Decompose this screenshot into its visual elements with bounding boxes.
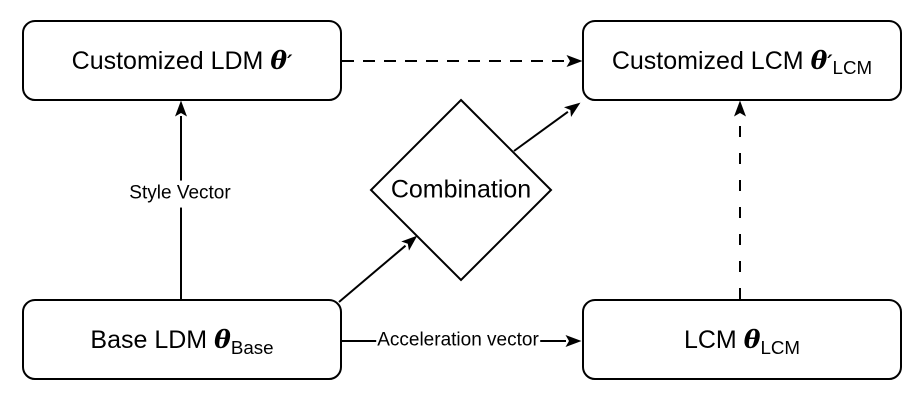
- prime-mark: ′: [827, 49, 833, 74]
- label-combination: Combination: [390, 175, 532, 204]
- subscript: Base: [230, 336, 274, 358]
- edge-label-acceleration-vector: Acceleration vector: [376, 329, 540, 352]
- theta-symbol: θ: [270, 45, 288, 75]
- prime-mark: ′: [287, 49, 293, 74]
- label-customized-lcm-text: Customized LCM: [611, 46, 804, 75]
- node-customized-lcm-box: [582, 20, 902, 101]
- node-customized-ldm-box: [22, 20, 342, 101]
- theta-symbol: θ: [214, 325, 231, 354]
- label-lcm-text: LCM: [683, 326, 737, 354]
- edge-combination-to-customized-lcm-arrow: [513, 102, 581, 152]
- node-combination-diamond: [369, 98, 553, 282]
- theta-symbol: θ: [810, 45, 828, 75]
- label-combination-text: Combination: [390, 175, 532, 204]
- node-lcm-box: [582, 299, 902, 380]
- edge-label-style-vector: Style Vector: [126, 180, 234, 208]
- edge-base-ldm-to-combination-arrow: [338, 235, 418, 303]
- subscript: LCM: [832, 57, 873, 79]
- subscript: LCM: [760, 336, 801, 358]
- node-base-ldm-box: [22, 299, 342, 380]
- theta-symbol: θ: [743, 325, 761, 354]
- label-base-ldm-text: Base LDM: [90, 326, 208, 354]
- label-customized-ldm-text: Customized LDM: [71, 46, 264, 75]
